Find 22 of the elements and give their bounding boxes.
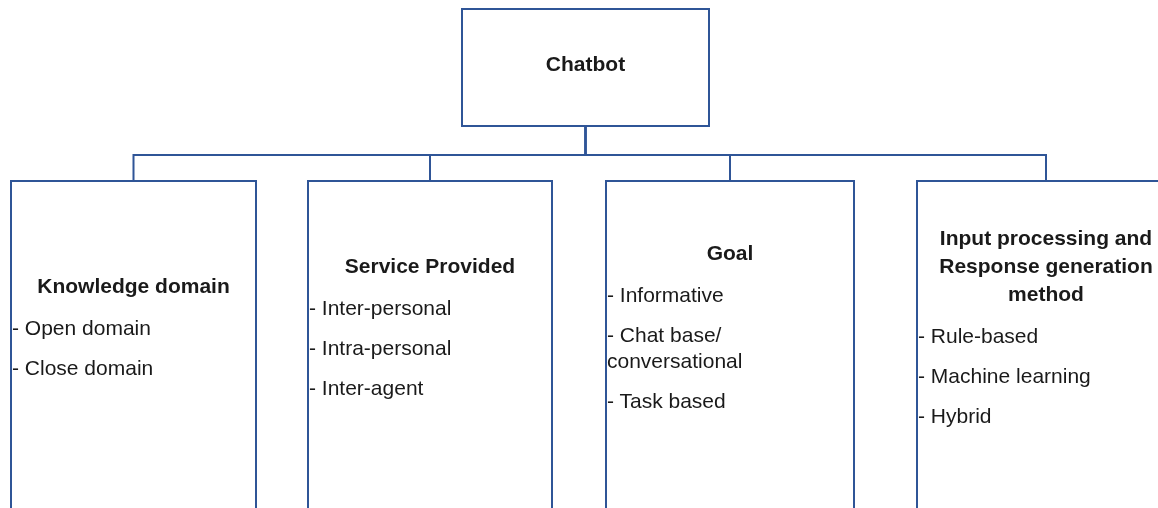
category-heading: Goal xyxy=(705,240,755,266)
category-heading: Service Provided xyxy=(343,253,517,279)
list-item: - Machine learning xyxy=(918,363,1092,389)
connector-line xyxy=(584,126,1047,181)
category-box xyxy=(916,180,1158,508)
list-item: - Open domain xyxy=(12,315,152,341)
list-item: - Rule-based xyxy=(918,323,1040,349)
category-box xyxy=(605,180,855,508)
category-heading: Knowledge domain xyxy=(36,273,231,299)
list-item: - Task based xyxy=(607,388,727,414)
list-item: - Intra-personal xyxy=(309,335,453,361)
list-item: - Hybrid xyxy=(918,403,993,429)
list-item: - Chat base/ conversational xyxy=(607,322,744,374)
list-item: - Informative xyxy=(607,282,725,308)
root-box xyxy=(461,8,710,127)
category-heading: Input processing and Response generation method xyxy=(938,225,1154,307)
category-box xyxy=(10,180,257,508)
list-item: - Inter-agent xyxy=(309,375,425,401)
category-heading: Chatbot xyxy=(544,50,627,77)
list-item: - Inter-personal xyxy=(309,295,453,321)
category-box xyxy=(307,180,553,508)
list-item: - Close domain xyxy=(12,355,155,381)
